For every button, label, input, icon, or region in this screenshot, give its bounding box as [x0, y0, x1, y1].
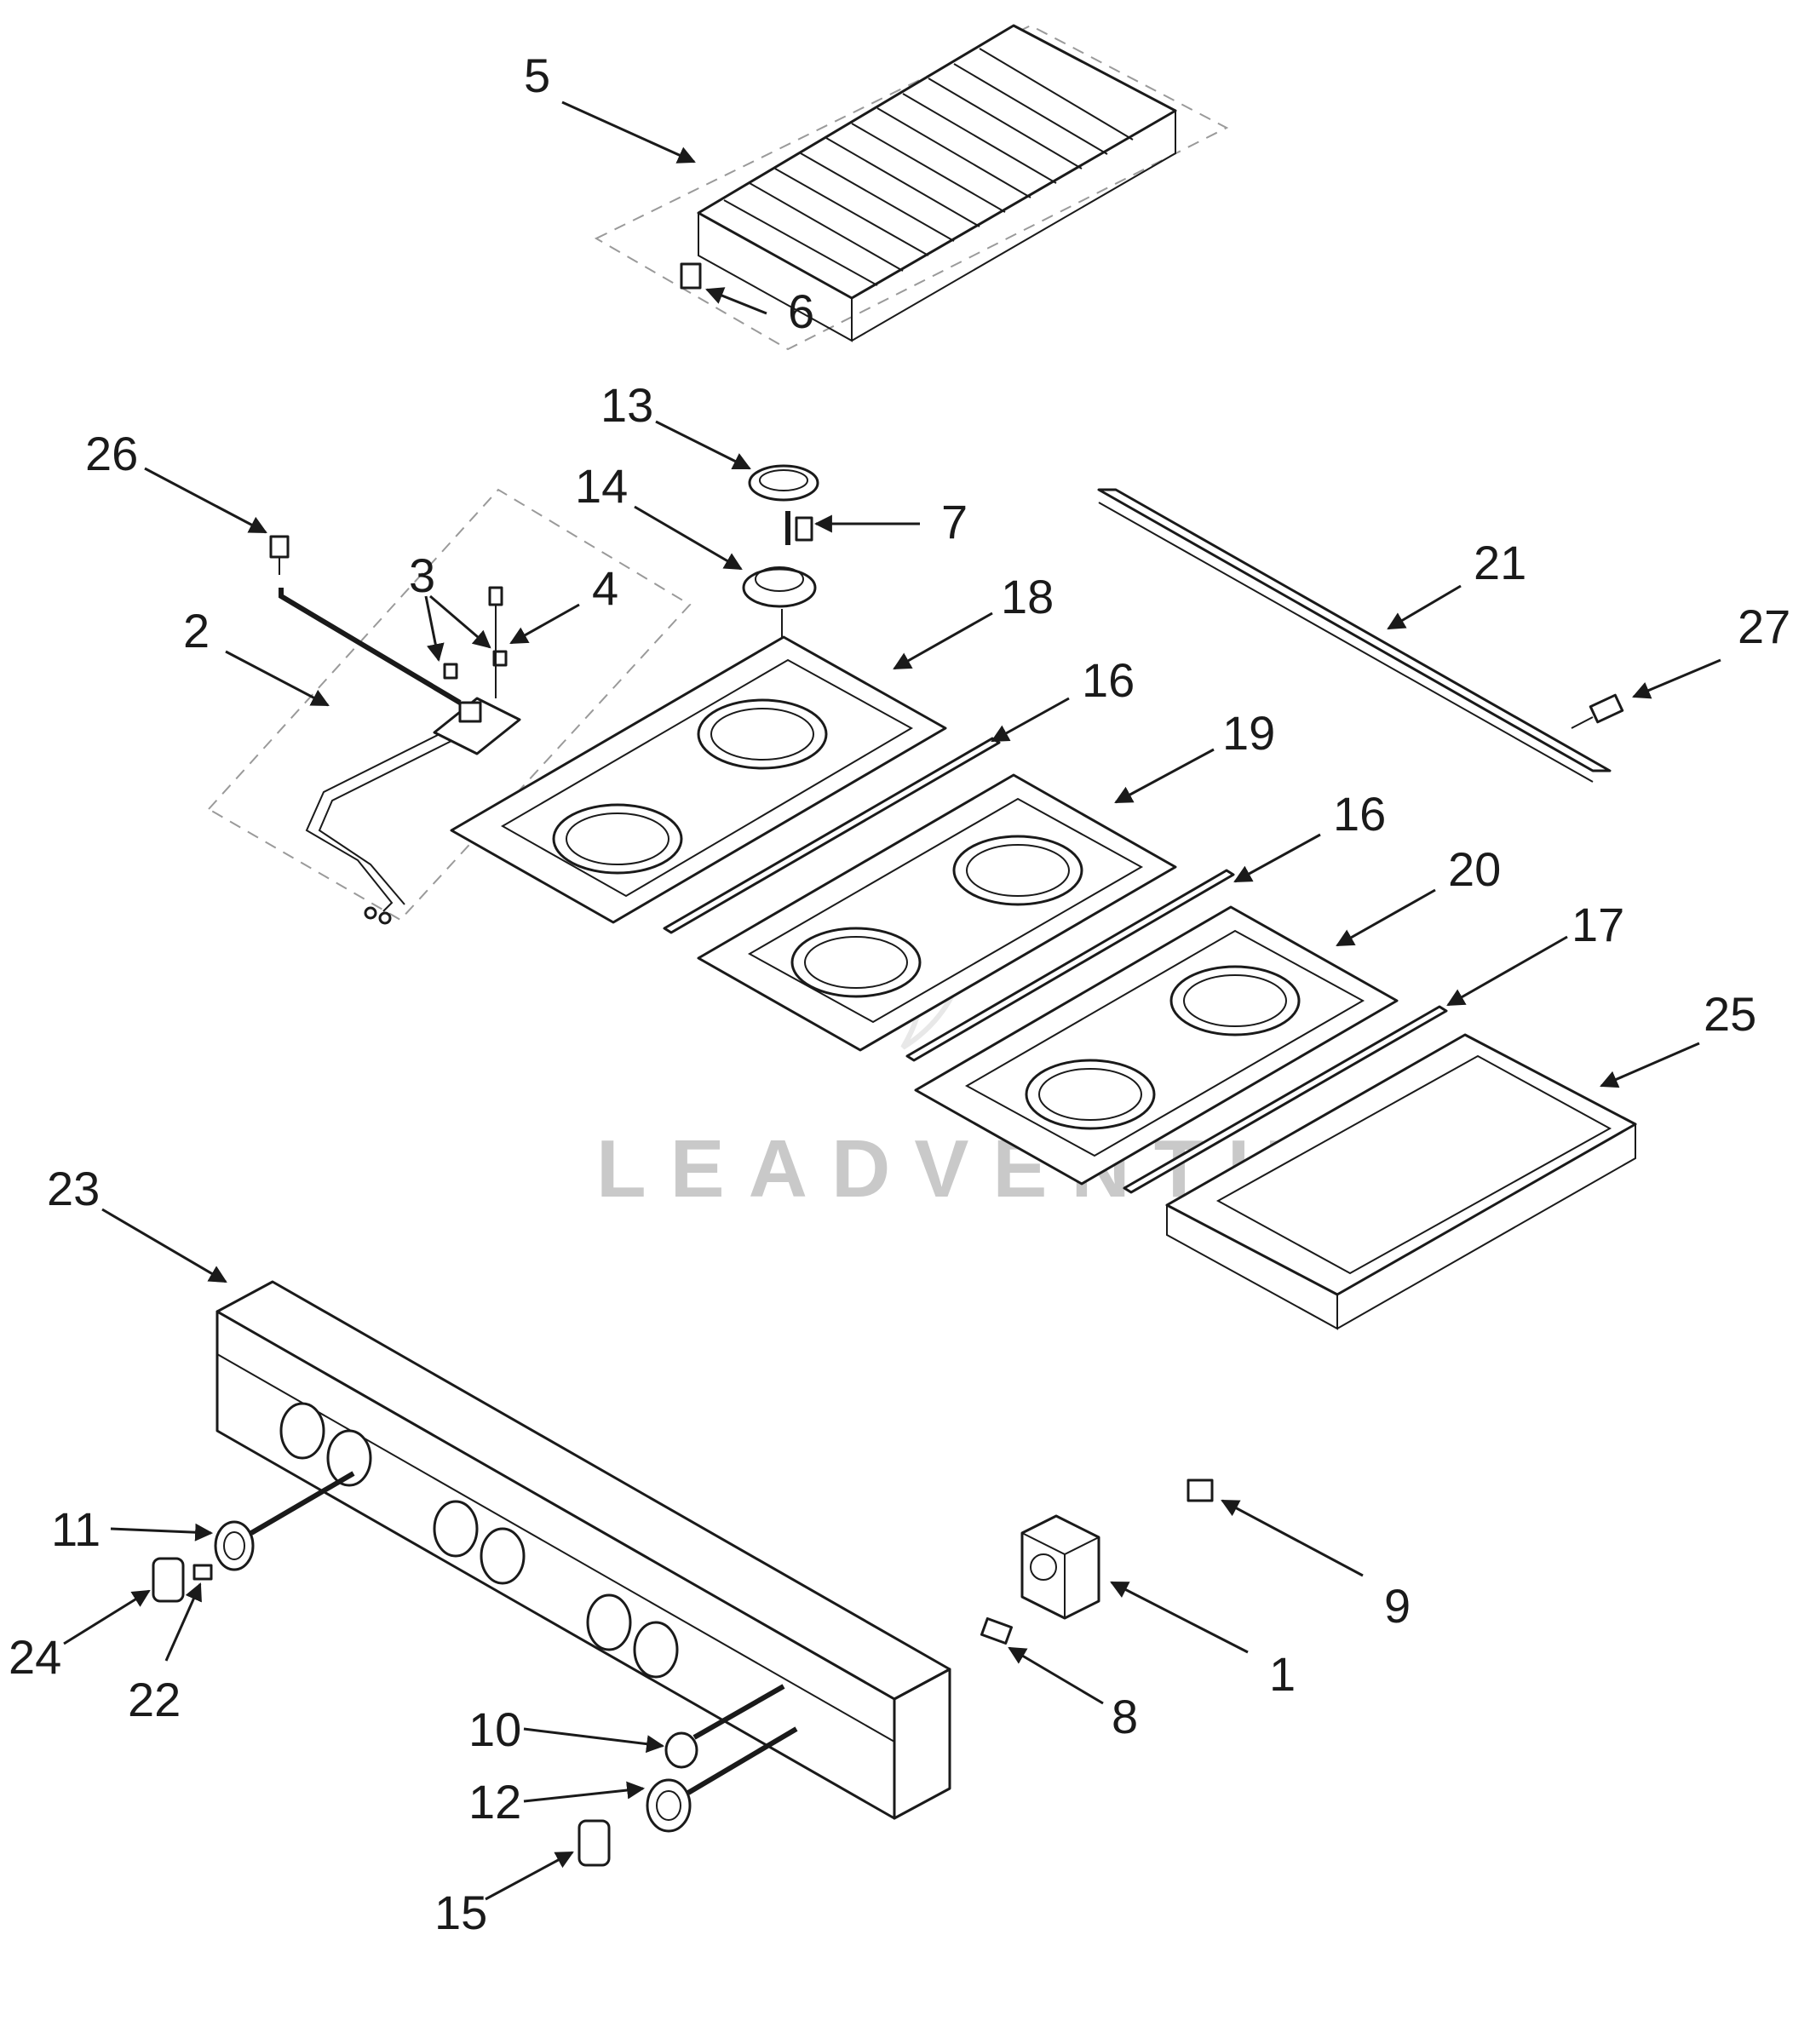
callout-1: 1 [1269, 1647, 1296, 1701]
part-11-knob-bezel [214, 1471, 355, 1571]
part-26-screw [269, 535, 290, 575]
callout-2: 2 [183, 604, 210, 657]
callout-15: 15 [434, 1886, 487, 1939]
callout-14: 14 [575, 459, 628, 513]
part-23-control-panel [215, 1280, 951, 1820]
callout-21: 21 [1474, 536, 1526, 589]
part-7-screw [785, 511, 813, 545]
callout-8: 8 [1112, 1690, 1138, 1743]
callout-24: 24 [9, 1630, 61, 1684]
callout-25: 25 [1704, 987, 1756, 1041]
callout-13: 13 [600, 378, 653, 432]
part-24-knob [152, 1557, 185, 1603]
callout-4: 4 [592, 561, 618, 615]
part-13-burner-cap [748, 464, 819, 502]
part-8-screw [980, 1616, 1014, 1645]
part-10-knob-stem [664, 1684, 785, 1769]
part-9-switch [1187, 1478, 1214, 1502]
part-19-burner-pan [697, 773, 1177, 1052]
callout-16b: 16 [1333, 787, 1386, 841]
callout-18: 18 [1001, 570, 1054, 623]
part-27-screw [1571, 693, 1624, 729]
callout-3: 3 [409, 548, 435, 602]
part-21-trim-rail [1097, 488, 1612, 783]
callout-23: 23 [47, 1162, 100, 1215]
callout-19: 19 [1222, 706, 1275, 760]
callout-10: 10 [468, 1702, 521, 1756]
part-6-grate-foot [680, 262, 702, 290]
callout-26: 26 [85, 427, 138, 480]
part-18-burner-pan [450, 635, 947, 924]
callout-12: 12 [468, 1775, 521, 1829]
part-3-screws [443, 650, 508, 680]
callout-16a: 16 [1082, 653, 1135, 707]
part-15-knob [577, 1819, 611, 1867]
valve-bracket [433, 697, 521, 755]
part-22-screw [192, 1564, 213, 1581]
part-14-burner-base [742, 566, 817, 639]
callout-5: 5 [524, 49, 550, 102]
callout-6: 6 [788, 284, 814, 338]
part-4-igniter [488, 586, 503, 698]
callout-27: 27 [1738, 600, 1790, 653]
part-16-divider-strip [663, 737, 1001, 934]
part-5-burner-grate [594, 24, 1229, 351]
callout-11: 11 [51, 1502, 101, 1556]
part-17-end-strip [1123, 1005, 1448, 1194]
part-2-manifold-tubing [207, 488, 692, 925]
part-12-knob-bezel [646, 1726, 798, 1833]
part-20-burner-pan [914, 905, 1399, 1186]
callout-22: 22 [128, 1673, 181, 1726]
callout-20: 20 [1448, 842, 1501, 896]
part-25-griddle-tray [1165, 1033, 1637, 1330]
part-16-divider-strip-2 [905, 869, 1235, 1062]
part-1-spark-module [1020, 1514, 1100, 1620]
callout-labels: 5 6 13 7 14 26 2 3 4 18 16 19 16 20 17 2… [9, 49, 1790, 1939]
callout-9: 9 [1384, 1579, 1411, 1633]
callout-7: 7 [941, 495, 968, 548]
callout-17: 17 [1572, 898, 1624, 951]
leader-arrows [63, 100, 1721, 1901]
